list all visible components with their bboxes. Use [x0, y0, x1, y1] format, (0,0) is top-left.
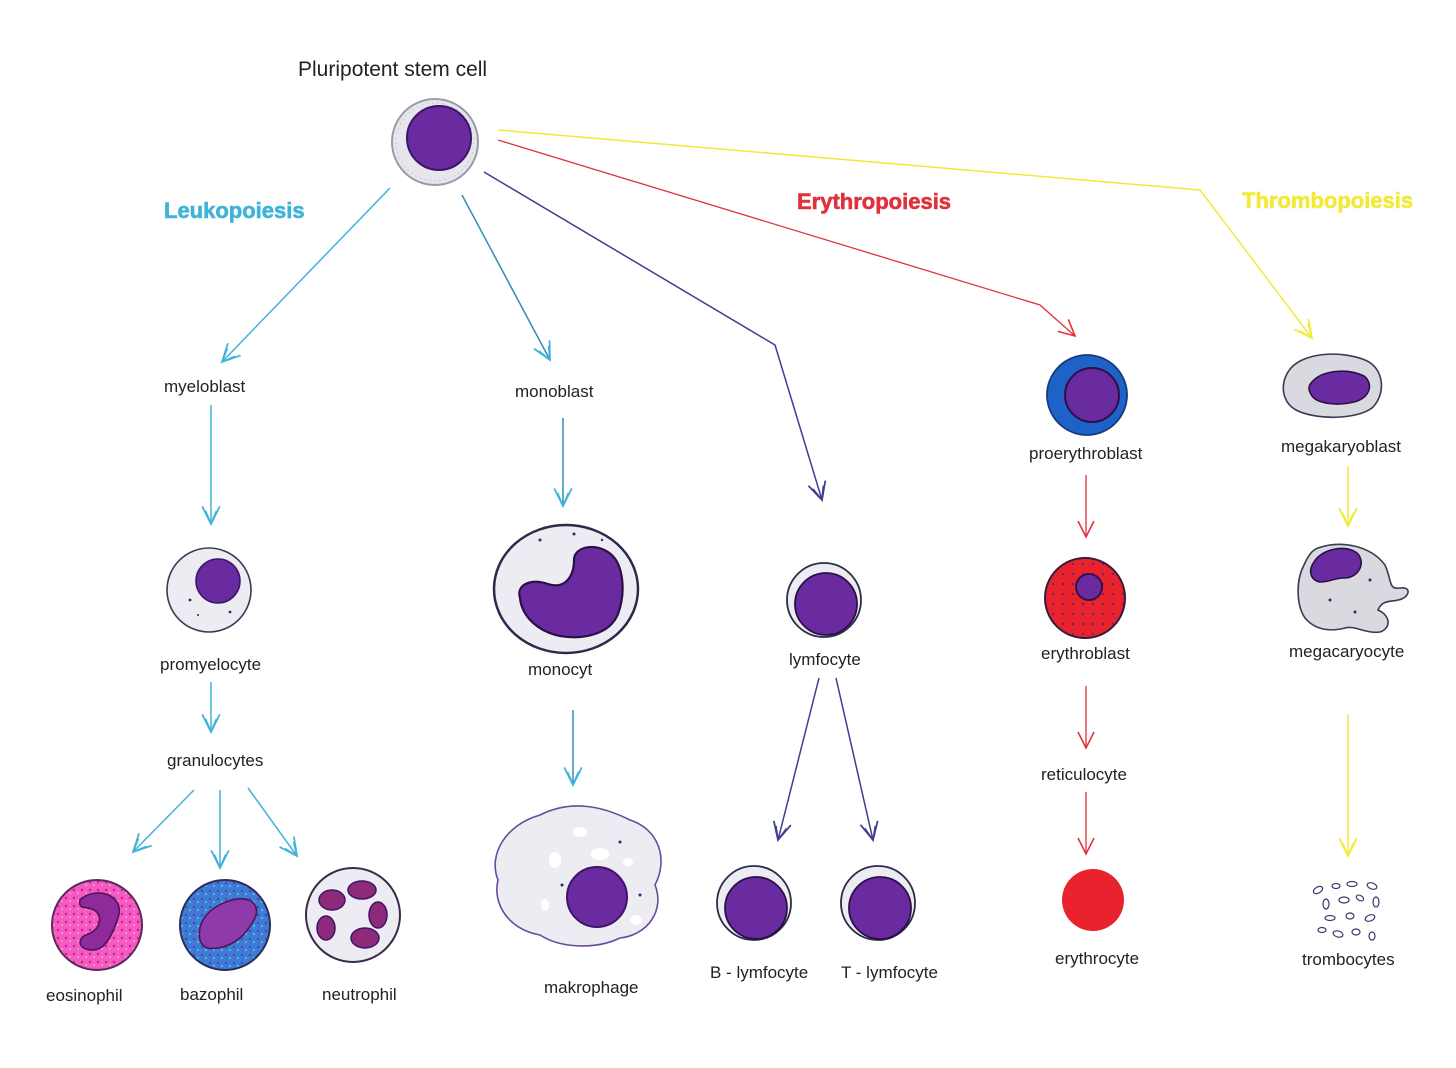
arrow-stem-to-megakaryoblast: [497, 129, 1312, 338]
bazophil-icon: [179, 879, 271, 971]
arrow-lymfocyte-to-t-lymfocyte: [835, 677, 873, 840]
monocyt-label: monocyt: [528, 660, 593, 679]
bazophil-label: bazophil: [180, 985, 243, 1004]
eosinophil-icon: [51, 879, 143, 971]
b-lymfocyte-icon: [716, 865, 792, 941]
megakaryoblast-label: megakaryoblast: [1281, 437, 1401, 456]
neutrophil-label: neutrophil: [322, 985, 397, 1004]
t-lymfocyte-icon: [840, 865, 916, 941]
myeloblast-label: myeloblast: [164, 377, 246, 396]
megacaryocyte-icon: [1297, 543, 1409, 634]
arrow-lymfocyte-to-b-lymfocyte: [778, 677, 820, 840]
trombocytes-icon: [1312, 880, 1380, 941]
arrow-stem-to-lymfocyte: [483, 171, 822, 500]
erythroblast-icon: [1044, 557, 1126, 639]
thrombopoiesis-heading: Thrombopoiesis: [1242, 188, 1413, 213]
eosinophil-label: eosinophil: [46, 986, 123, 1005]
promyelocyte-icon: [166, 547, 252, 633]
reticulocyte-label: reticulocyte: [1041, 765, 1127, 784]
arrow-stem-to-monoblast: [461, 194, 550, 360]
arrow-stem-to-proerythroblast: [497, 139, 1077, 338]
b-lymfocyte-label: B - lymfocyte: [710, 963, 808, 982]
arrow-stem-to-myeloblast: [222, 187, 391, 362]
makrophage-label: makrophage: [544, 978, 639, 997]
lymfocyte-label: lymfocyte: [789, 650, 861, 669]
monocyt-icon: [492, 523, 640, 655]
neutrophil-icon: [305, 867, 401, 963]
promyelocyte-label: promyelocyte: [160, 655, 261, 674]
trombocytes-label: trombocytes: [1302, 950, 1395, 969]
arrows: [133, 129, 1348, 868]
megacaryocyte-label: megacaryocyte: [1289, 642, 1404, 661]
erythropoiesis-heading: Erythropoiesis: [797, 189, 951, 214]
arrow-granulocytes-to-eosinophil: [133, 789, 195, 852]
proerythroblast-label: proerythroblast: [1029, 444, 1143, 463]
erythrocyte-label: erythrocyte: [1055, 949, 1139, 968]
erythrocyte-icon: [1062, 869, 1124, 931]
erythroblast-label: erythroblast: [1041, 644, 1130, 663]
lymfocyte-icon: [786, 562, 862, 638]
stem-cell-icon: [391, 98, 479, 186]
proerythroblast-icon: [1046, 354, 1128, 436]
megakaryoblast-icon: [1282, 353, 1383, 419]
leukopoiesis-heading: Leukopoiesis: [164, 198, 305, 223]
stem-cell-title: Pluripotent stem cell: [298, 58, 487, 81]
granulocytes-label: granulocytes: [167, 751, 263, 770]
monoblast-label: monoblast: [515, 382, 594, 401]
arrow-granulocytes-to-neutrophil: [247, 787, 297, 856]
t-lymfocyte-label: T - lymfocyte: [841, 963, 938, 982]
makrophage-icon: [494, 805, 662, 947]
